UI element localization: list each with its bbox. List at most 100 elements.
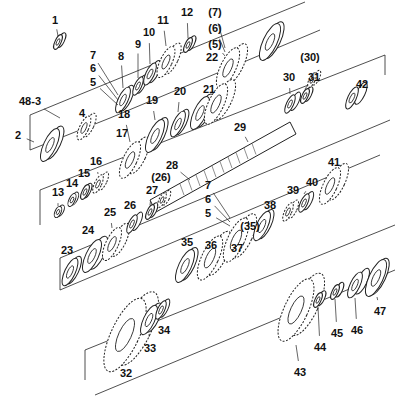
part-front: [115, 139, 145, 181]
spline-stroke: [212, 166, 216, 177]
gear-part: [271, 269, 332, 346]
part-front: [91, 173, 106, 194]
part-bore: [185, 41, 190, 49]
callout-number: 37: [230, 243, 244, 254]
callout-number: 6: [204, 194, 212, 205]
part-front: [141, 61, 159, 86]
callout-number: 36: [204, 240, 218, 251]
part-front: [315, 165, 345, 207]
callout-number: (6): [207, 23, 222, 34]
leader-line: [150, 201, 152, 205]
callout-number: 13: [51, 187, 65, 198]
callout-number: 16: [89, 156, 103, 167]
part-front: [59, 256, 81, 288]
part-front: [299, 87, 311, 104]
part-bore: [323, 177, 336, 196]
leader-line: [44, 109, 60, 118]
gear-part: [59, 254, 85, 288]
gear-part: [329, 281, 346, 300]
callout-number: 42: [355, 79, 369, 90]
part-front: [137, 303, 161, 337]
part-front: [131, 75, 146, 96]
callout-number: 18: [117, 109, 131, 120]
part-bore: [369, 269, 382, 288]
part-bore: [221, 58, 236, 79]
callout-number: 10: [142, 27, 156, 38]
callout-number: 7: [89, 50, 97, 61]
callout-number: 27: [145, 185, 159, 196]
part-bore: [44, 136, 56, 153]
part-bore: [315, 296, 320, 304]
leader-line: [149, 334, 150, 337]
leader-line: [296, 345, 298, 361]
part-front: [144, 203, 156, 220]
callout-number: 29: [233, 122, 247, 133]
leader-line: [187, 23, 189, 38]
part-front: [168, 109, 189, 139]
part-bore: [301, 198, 308, 207]
gear-part: [74, 111, 99, 141]
spline-stroke: [220, 162, 224, 173]
part-bore: [194, 104, 206, 121]
callout-number: 39: [286, 185, 300, 196]
panel-frames: [30, 2, 395, 395]
callout-number: 4: [78, 108, 86, 119]
part-bore: [209, 94, 224, 115]
gear-part: [142, 115, 172, 155]
callout-number: (7): [207, 7, 222, 18]
part-bore: [123, 151, 136, 170]
part-front: [297, 192, 312, 213]
gear-part: [156, 189, 173, 208]
leader-line: [305, 86, 307, 89]
callout-number: 23: [60, 245, 74, 256]
part-bore: [86, 247, 98, 264]
callout-number: 22: [205, 52, 219, 63]
callout-number: 12: [180, 7, 194, 18]
part-bore: [144, 312, 155, 327]
part-front: [283, 93, 298, 114]
leader-line: [111, 223, 113, 228]
gear-part: [312, 290, 328, 309]
callout-number: 38: [263, 200, 277, 211]
callout-number: 19: [145, 95, 159, 106]
leader-line: [304, 191, 306, 194]
gear-parts: [37, 19, 394, 377]
callout-number: (35): [239, 221, 261, 232]
spline-stroke: [188, 180, 192, 191]
callout-number: 2: [14, 130, 22, 141]
spline-stroke: [228, 157, 232, 168]
part-bore: [332, 288, 337, 296]
spline-stroke: [196, 175, 200, 186]
part-bore: [287, 99, 294, 108]
part-front: [99, 225, 126, 263]
part-front: [271, 274, 321, 346]
part-bore: [95, 179, 102, 188]
part-front: [153, 44, 178, 80]
callout-number: 47: [373, 306, 387, 317]
gear-part: [283, 91, 303, 115]
gear-part: [361, 256, 393, 300]
part-bore: [69, 197, 74, 204]
leader-line: [164, 31, 166, 46]
part-bore: [159, 196, 164, 204]
part-front: [329, 283, 341, 300]
leader-line: [178, 102, 180, 112]
leader-line: [122, 65, 123, 88]
part-front: [192, 233, 228, 284]
gear-part: [306, 69, 323, 88]
part-bore: [135, 81, 142, 90]
callout-number: 1: [51, 15, 59, 26]
gear-part: [66, 191, 80, 208]
callout-number: 6: [89, 63, 97, 74]
gear-part: [52, 32, 68, 51]
callout-number: (26): [150, 172, 172, 183]
part-bore: [173, 117, 182, 130]
callout-number: 32: [119, 368, 133, 379]
gear-part: [172, 245, 202, 285]
callout-number: 40: [305, 177, 319, 188]
callout-number: 20: [173, 86, 187, 97]
leader-line: [216, 218, 230, 226]
leader-line: [27, 139, 34, 142]
callout-number: 41: [327, 157, 341, 168]
